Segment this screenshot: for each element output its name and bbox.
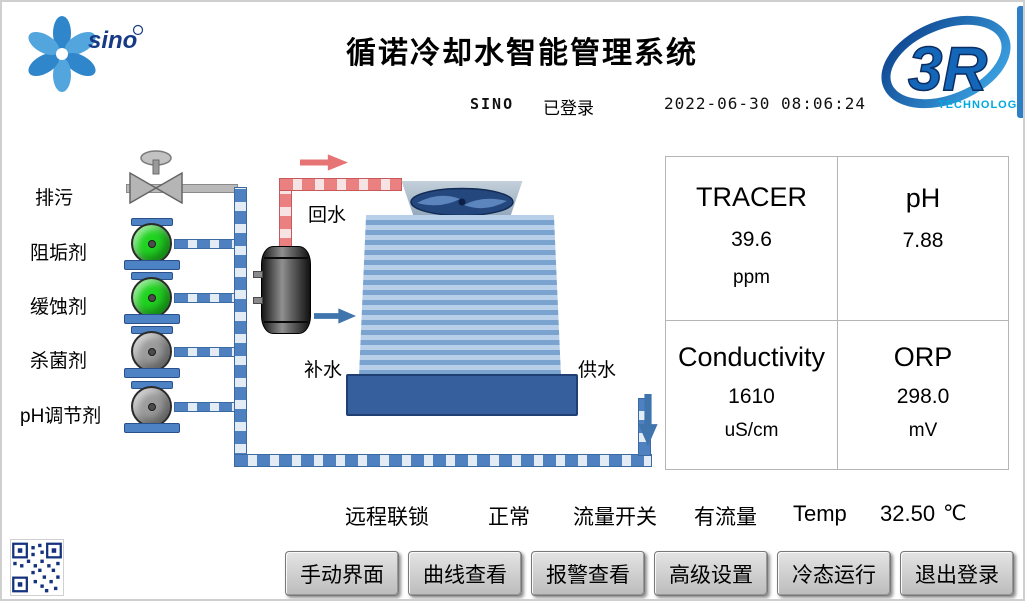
3r-technology-logo: 3R TECHNOLOGY xyxy=(881,6,1025,118)
flange-line xyxy=(264,257,308,259)
login-status: 已登录 xyxy=(543,99,594,118)
orp-name: ORP xyxy=(893,342,953,373)
drain-valve-icon[interactable] xyxy=(127,148,185,204)
remote-interlock-label: 远程联锁 xyxy=(345,506,429,529)
conductivity-reading: Conductivity 1610 uS/cm xyxy=(666,321,838,469)
tracer-unit: ppm xyxy=(733,267,770,288)
page-title: 循诺冷却水智能管理系统 xyxy=(346,37,698,70)
logged-in-user: SINO xyxy=(470,95,515,113)
temp-unit: ℃ xyxy=(943,502,967,525)
return-flow-arrow-icon xyxy=(300,154,348,171)
ph-name: pH xyxy=(905,182,941,213)
nozzle xyxy=(253,297,263,304)
pump-base xyxy=(124,260,180,270)
manual-screen-button[interactable]: 手动界面 xyxy=(285,551,399,596)
corrosion-inhibitor-label: 缓蚀剂 xyxy=(30,297,88,318)
makeup-flow-arrow-icon xyxy=(314,308,356,324)
conductivity-unit: uS/cm xyxy=(724,419,779,441)
trend-view-button[interactable]: 曲线查看 xyxy=(408,551,522,596)
flow-switch-value: 有流量 xyxy=(694,506,757,529)
pump-hub xyxy=(147,402,156,411)
qr-code xyxy=(10,539,64,596)
orbit-swoosh-icon xyxy=(881,15,1011,109)
readings-panel: TRACER 39.6 ppm pH 7.88 Conductivity 161… xyxy=(665,156,1009,470)
supply-water-label: 供水 xyxy=(578,360,617,381)
pump-base xyxy=(124,368,180,378)
scale-inhibitor-label: 阻垢剂 xyxy=(30,243,88,264)
ph-value: 7.88 xyxy=(902,229,944,252)
heat-exchanger xyxy=(253,246,311,334)
pump-base xyxy=(124,314,180,324)
pump-hub xyxy=(147,239,156,248)
orp-unit: mV xyxy=(908,419,938,441)
scale-inhibitor-pump[interactable] xyxy=(123,218,181,270)
pump-head-indicator xyxy=(131,386,172,427)
orp-value: 298.0 xyxy=(896,384,950,408)
alarm-view-button[interactable]: 报警查看 xyxy=(531,551,645,596)
cooling-tower-basin xyxy=(346,374,578,416)
pump-head-indicator xyxy=(131,331,172,372)
corrosion-inhibitor-pump[interactable] xyxy=(123,272,181,324)
bottom-loop-pipe xyxy=(234,454,652,467)
logo-edge-bar xyxy=(1017,6,1023,118)
pump-base xyxy=(124,423,180,433)
dosing-pipe-4 xyxy=(174,402,240,412)
ph-adjuster-pump[interactable] xyxy=(123,381,181,433)
sino-flower-icon xyxy=(28,16,96,92)
return-header-pipe xyxy=(279,178,402,191)
tracer-name: TRACER xyxy=(695,182,807,212)
conductivity-name: Conductivity xyxy=(677,342,826,373)
makeup-water-label: 补水 xyxy=(304,360,343,381)
main-riser-pipe xyxy=(234,187,247,467)
sino-logo: sino xyxy=(28,16,144,92)
pump-hub xyxy=(147,293,156,302)
return-water-label: 回水 xyxy=(308,205,347,226)
flow-switch-label: 流量开关 xyxy=(573,506,657,529)
3r-logo-subtext: TECHNOLOGY xyxy=(938,99,1025,111)
datetime: 2022-06-30 08:06:24 xyxy=(664,94,867,113)
cold-run-button[interactable]: 冷态运行 xyxy=(777,551,891,596)
temp-label: Temp xyxy=(793,501,847,526)
dosing-pipe-3 xyxy=(174,347,240,357)
nav-button-bar: 手动界面 曲线查看 报警查看 高级设置 冷态运行 退出登录 xyxy=(285,551,1014,596)
pump-head-indicator xyxy=(131,277,172,318)
pump-hub xyxy=(147,347,156,356)
conductivity-value: 1610 xyxy=(728,384,775,408)
remote-interlock-value: 正常 xyxy=(488,506,530,529)
drain-label: 排污 xyxy=(35,188,74,209)
cooling-tower-fan-icon xyxy=(410,187,514,217)
advanced-settings-button[interactable]: 高级设置 xyxy=(654,551,768,596)
biocide-pump[interactable] xyxy=(123,326,181,378)
cooling-tower-body xyxy=(359,215,561,376)
3r-logo-text: 3R xyxy=(908,35,987,104)
dosing-pipe-1 xyxy=(174,239,240,249)
tracer-value: 39.6 xyxy=(731,228,772,251)
pump-head-indicator xyxy=(131,223,172,264)
dosing-pipe-2 xyxy=(174,293,240,303)
ph-adjuster-label: pH调节剂 xyxy=(20,406,102,427)
ph-reading: pH 7.88 xyxy=(838,157,1008,321)
biocide-label: 杀菌剂 xyxy=(30,351,88,372)
nozzle xyxy=(253,271,263,278)
orp-reading: ORP 298.0 mV xyxy=(838,321,1008,469)
tracer-reading: TRACER 39.6 ppm xyxy=(666,157,838,321)
flange-line xyxy=(264,321,308,323)
logout-button[interactable]: 退出登录 xyxy=(900,551,1014,596)
sino-logo-text: sino xyxy=(88,27,137,54)
temp-value: 32.50 xyxy=(880,501,936,526)
